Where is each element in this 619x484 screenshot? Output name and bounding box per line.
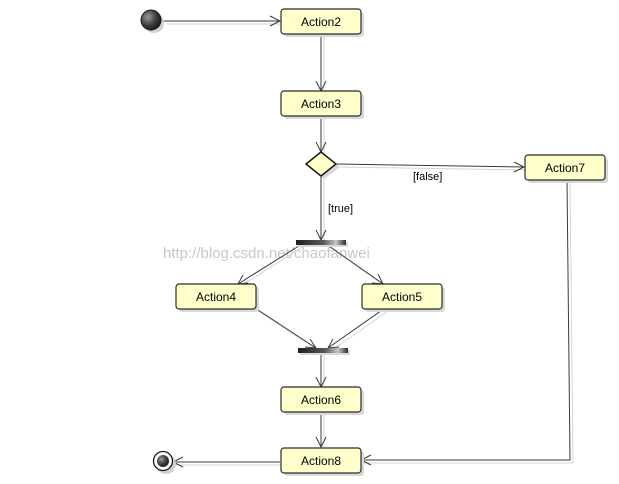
action4-node[interactable]: Action4 [175, 283, 259, 312]
action2-node[interactable]: Action2 [280, 8, 364, 37]
join-bar[interactable] [298, 348, 350, 355]
action7-label: Action7 [545, 161, 585, 175]
decision-node[interactable] [304, 151, 340, 179]
action6-node[interactable]: Action6 [280, 386, 364, 415]
action8-node[interactable]: Action8 [280, 447, 364, 476]
initial-node[interactable] [140, 9, 164, 33]
edge-shadows [167, 23, 574, 466]
guard-true-label: [true] [328, 203, 353, 215]
edge-fork-to-action5 [325, 243, 384, 285]
guard-false-label: [false] [413, 171, 442, 183]
watermark-text: http://blog.csdn.net/chaofanwei [163, 245, 370, 262]
action5-node[interactable]: Action5 [361, 283, 445, 312]
action4-label: Action4 [196, 290, 236, 304]
edge-action4-to-join [254, 307, 317, 349]
action8-label: Action8 [301, 454, 341, 468]
action5-label: Action5 [382, 290, 422, 304]
edge-action7-to-action8 [361, 178, 571, 461]
final-node[interactable] [152, 450, 177, 475]
edge-fork-to-action4 [237, 243, 303, 285]
action3-label: Action3 [301, 97, 341, 111]
fork-bar[interactable] [296, 240, 348, 247]
edges [163, 15, 571, 468]
edge-decision-to-action7 [335, 163, 525, 168]
action2-label: Action2 [301, 15, 341, 29]
action3-node[interactable]: Action3 [280, 90, 364, 119]
edge-action5-to-join [327, 307, 386, 349]
action7-node[interactable]: Action7 [524, 154, 608, 183]
action6-label: Action6 [301, 393, 341, 407]
